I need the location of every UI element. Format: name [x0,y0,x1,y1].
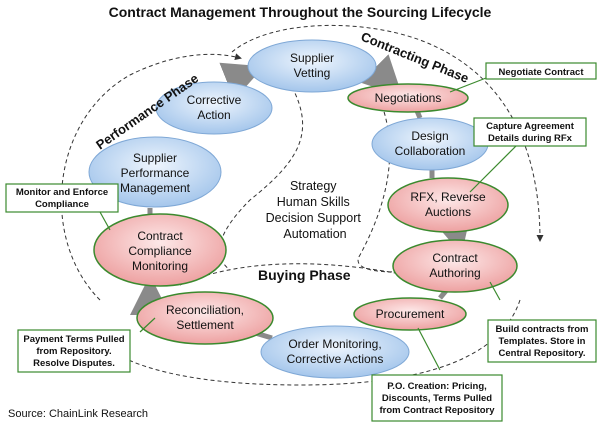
svg-text:Negotiate Contract: Negotiate Contract [499,67,585,78]
callout-po-creation: P.O. Creation: Pricing,Discounts, Terms … [371,374,503,422]
performance-inner-boundary [219,74,303,271]
node-procurement: Procurement [353,297,467,331]
diagram-title: Contract Management Throughout the Sourc… [108,4,492,20]
node-order-monitoring: Order Monitoring,Corrective Actions [260,325,410,379]
contracting-inner-boundary [357,79,421,273]
svg-text:P.O. Creation: Pricing,Discoun: P.O. Creation: Pricing,Discounts, Terms … [379,381,495,416]
callout-negotiate-contract: Negotiate Contract [485,62,597,80]
source-credit: Source: ChainLink Research [8,408,149,420]
center-capabilities: Strategy Human Skills Decision Support A… [266,179,365,241]
callout-leaders [99,77,521,371]
svg-text:Reconciliation,Settlement: Reconciliation,Settlement [166,303,244,332]
node-negotiations: Negotiations [347,83,469,113]
svg-text:Order Monitoring,Corrective Ac: Order Monitoring,Corrective Actions [287,337,384,366]
performance-phase-boundary [60,53,242,301]
node-reconciliation: Reconciliation,Settlement [136,291,274,345]
buying-phase-label: Buying Phase [258,267,351,283]
svg-text:Procurement: Procurement [376,307,445,321]
contracting-phase-label: Contracting Phase [359,29,471,86]
svg-text:Negotiations: Negotiations [375,91,442,105]
buying-phase-boundary [108,299,521,386]
contracting-phase-boundary [231,24,544,242]
